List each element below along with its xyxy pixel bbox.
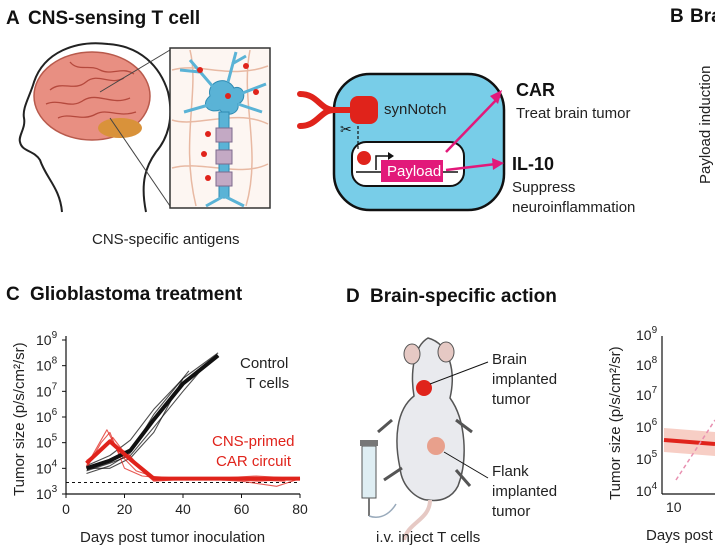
panel-c-letter: C [6,284,20,305]
inject-label: i.v. inject T cells [376,529,480,546]
chart-series-individual [86,360,210,472]
d-ytick-9: 109 [636,325,658,343]
d-ytick-7: 107 [636,385,658,403]
il10-desc-1: Suppress [512,179,575,196]
panel-c-title: Glioblastoma treatment [30,284,243,305]
t-cell: synNotch ✂ Payload [297,72,506,212]
panel-d-dashed-line [675,419,715,481]
chart-ytick-label: 109 [36,330,58,348]
control-label-2: T cells [246,375,289,392]
panel-d-red-line [663,438,715,446]
chart-series-individual [86,352,219,467]
chart-xtick-label: 0 [62,501,70,517]
antigen-markers [197,63,259,181]
chart-ytick-label: 104 [36,458,58,476]
chart-ytick-label: 107 [36,381,58,399]
promoter-arrow [375,155,392,170]
syringe-icon [360,440,397,518]
scissors-icon: ✂ [340,121,352,137]
brain-icon [33,51,151,141]
mouse-icon [377,337,489,541]
zoom-line [99,49,171,93]
panel-b-ylabel: Payload induction [697,66,714,184]
chart-series-mean [85,353,220,471]
chart-ylabel: Tumor size (p/s/cm²/sr) [11,342,28,496]
panel-d-letter: D [346,286,360,307]
panel-d-xlabel: Days post [646,527,714,544]
panel-a-letter: A [6,8,20,29]
d-ytick-4: 104 [636,481,658,499]
il10-title: IL-10 [512,154,554,174]
chart-series-individual [86,378,184,469]
head-silhouette-icon [18,42,172,213]
panel-a-title: CNS-sensing T cell [28,8,200,29]
brain-tumor-marker [416,380,432,396]
chart-series-individual [86,370,190,475]
d-ytick-5: 105 [636,449,658,467]
panel-b-title: Bra [690,6,715,27]
panel-d-ylabel: Tumor size (p/s/cm²/sr) [607,346,624,500]
cns-label-1: CNS-primed [212,433,295,450]
car-arrow [445,95,501,153]
payload-label: Payload [387,163,441,180]
chart-xtick-label: 80 [292,501,308,517]
panel-d-yticks: 109 108 107 106 105 104 [636,325,658,499]
flank-label-1: Flank [492,463,529,480]
zoom-line [109,117,171,207]
chart-xtick-label: 20 [117,501,133,517]
panel-d: D Brain-specific action Brain implanted … [346,286,715,546]
synnotch-receptor-icon [297,91,337,129]
brain-label-3: tumor [492,391,530,408]
released-domain [357,151,371,165]
panel-c: C Glioblastoma treatment Tumor size (p/s… [6,284,308,546]
neuron-inset [169,47,271,209]
flank-label-3: tumor [492,503,530,520]
panel-a: A CNS-sensing T cell [6,8,635,248]
chart-xlabel: Days post tumor inoculation [80,529,265,546]
panel-d-title: Brain-specific action [370,286,557,307]
chart-ytick-label: 108 [36,356,58,374]
flank-tumor-marker [427,437,445,455]
d-ytick-8: 108 [636,355,658,373]
panel-d-xtick: 10 [666,499,682,515]
payload-box [381,160,443,182]
cns-label-2: CAR circuit [216,453,292,470]
il10-arrow [445,162,497,172]
flank-label-2: implanted [492,483,557,500]
control-label-1: Control [240,355,288,372]
brain-label-1: Brain [492,351,527,368]
chart-ytick-label: 105 [36,433,58,451]
chart-xtick-label: 60 [234,501,250,517]
chart-plot-area: 103 104 105 106 107 108 109 0 20 40 60 80 [36,330,308,517]
chart-series-mean [85,439,300,481]
car-desc: Treat brain tumor [516,105,631,122]
myelin-segments [215,127,233,187]
il10-desc-2: neuroinflammation [512,199,635,216]
chart-ytick-label: 106 [36,407,58,425]
panel-b: B Bra Payload induction [670,6,715,184]
panel-b-letter: B [670,6,684,27]
brain-label-2: implanted [492,371,557,388]
chart-xtick-label: 40 [175,501,191,517]
antigen-caption: CNS-specific antigens [92,231,240,248]
d-ytick-6: 106 [636,417,658,435]
car-title: CAR [516,80,555,100]
synnotch-domain [350,96,378,124]
synnotch-label: synNotch [384,101,447,118]
chart-ytick-label: 103 [36,484,58,502]
